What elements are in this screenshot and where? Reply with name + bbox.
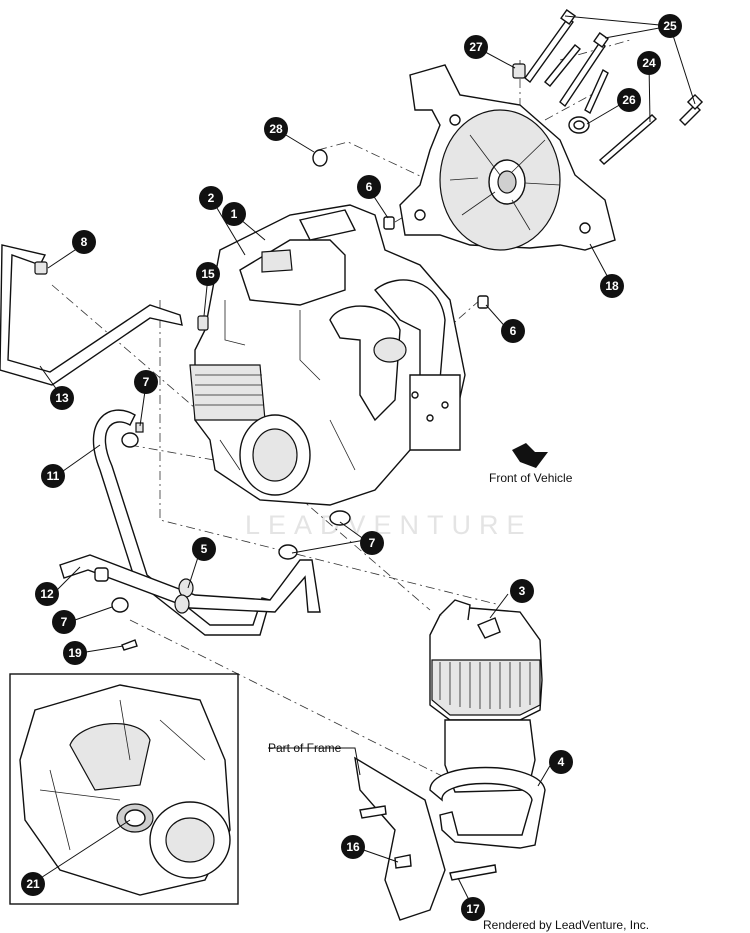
part-of-frame-label: Part of Frame <box>268 741 342 755</box>
svg-text:3: 3 <box>519 584 526 598</box>
callout-1: 1 <box>222 202 246 226</box>
svg-text:19: 19 <box>68 646 82 660</box>
arrow-icon <box>512 443 548 468</box>
credit-label: Rendered by LeadVenture, Inc. <box>483 918 650 932</box>
svg-text:1: 1 <box>231 207 238 221</box>
clamps <box>121 216 489 560</box>
callout-12: 12 <box>35 582 59 606</box>
svg-text:5: 5 <box>201 542 208 556</box>
callout-4: 4 <box>549 750 573 774</box>
callout-7-upper: 7 <box>134 370 158 394</box>
callout-3: 3 <box>510 579 534 603</box>
callout-11: 11 <box>41 464 65 488</box>
mount-bracket <box>354 756 546 921</box>
callout-7-lower: 7 <box>52 610 76 634</box>
svg-text:7: 7 <box>61 615 68 629</box>
callout-15: 15 <box>196 262 220 286</box>
callout-19: 19 <box>63 641 87 665</box>
svg-text:15: 15 <box>201 267 215 281</box>
callout-8: 8 <box>72 230 96 254</box>
svg-text:24: 24 <box>642 56 656 70</box>
callout-6-right: 6 <box>501 319 525 343</box>
engine <box>189 204 466 506</box>
svg-text:6: 6 <box>510 324 517 338</box>
svg-text:18: 18 <box>605 279 619 293</box>
svg-text:16: 16 <box>346 840 360 854</box>
bolts <box>312 9 704 167</box>
svg-text:7: 7 <box>369 536 376 550</box>
svg-text:6: 6 <box>366 180 373 194</box>
inset-view <box>9 673 239 905</box>
svg-text:25: 25 <box>663 19 677 33</box>
svg-text:8: 8 <box>81 235 88 249</box>
svg-text:21: 21 <box>26 877 40 891</box>
callout-21: 21 <box>21 872 45 896</box>
callout-16: 16 <box>341 835 365 859</box>
svg-text:26: 26 <box>622 93 636 107</box>
callout-2: 2 <box>199 186 223 210</box>
callout-25: 25 <box>658 14 682 38</box>
callout-28: 28 <box>264 117 288 141</box>
callout-13: 13 <box>50 386 74 410</box>
svg-text:17: 17 <box>466 902 480 916</box>
front-of-vehicle-label: Front of Vehicle <box>489 471 573 485</box>
callout-26: 26 <box>617 88 641 112</box>
callout-27: 27 <box>464 35 488 59</box>
svg-text:2: 2 <box>208 191 215 205</box>
svg-text:7: 7 <box>143 375 150 389</box>
callout-18: 18 <box>600 274 624 298</box>
watermark: LEADVENTURE <box>245 510 533 540</box>
callout-5: 5 <box>192 537 216 561</box>
svg-text:12: 12 <box>40 587 54 601</box>
air-cleaner <box>429 599 543 793</box>
callout-17: 17 <box>461 897 485 921</box>
svg-text:11: 11 <box>47 469 60 483</box>
svg-text:13: 13 <box>55 391 69 405</box>
svg-text:4: 4 <box>558 755 565 769</box>
callout-24: 24 <box>637 51 661 75</box>
svg-text:28: 28 <box>269 122 283 136</box>
svg-text:27: 27 <box>469 40 483 54</box>
bell-housing <box>399 64 616 251</box>
callout-7-mid: 7 <box>360 531 384 555</box>
callout-6-top: 6 <box>357 175 381 199</box>
hoses <box>0 244 321 651</box>
